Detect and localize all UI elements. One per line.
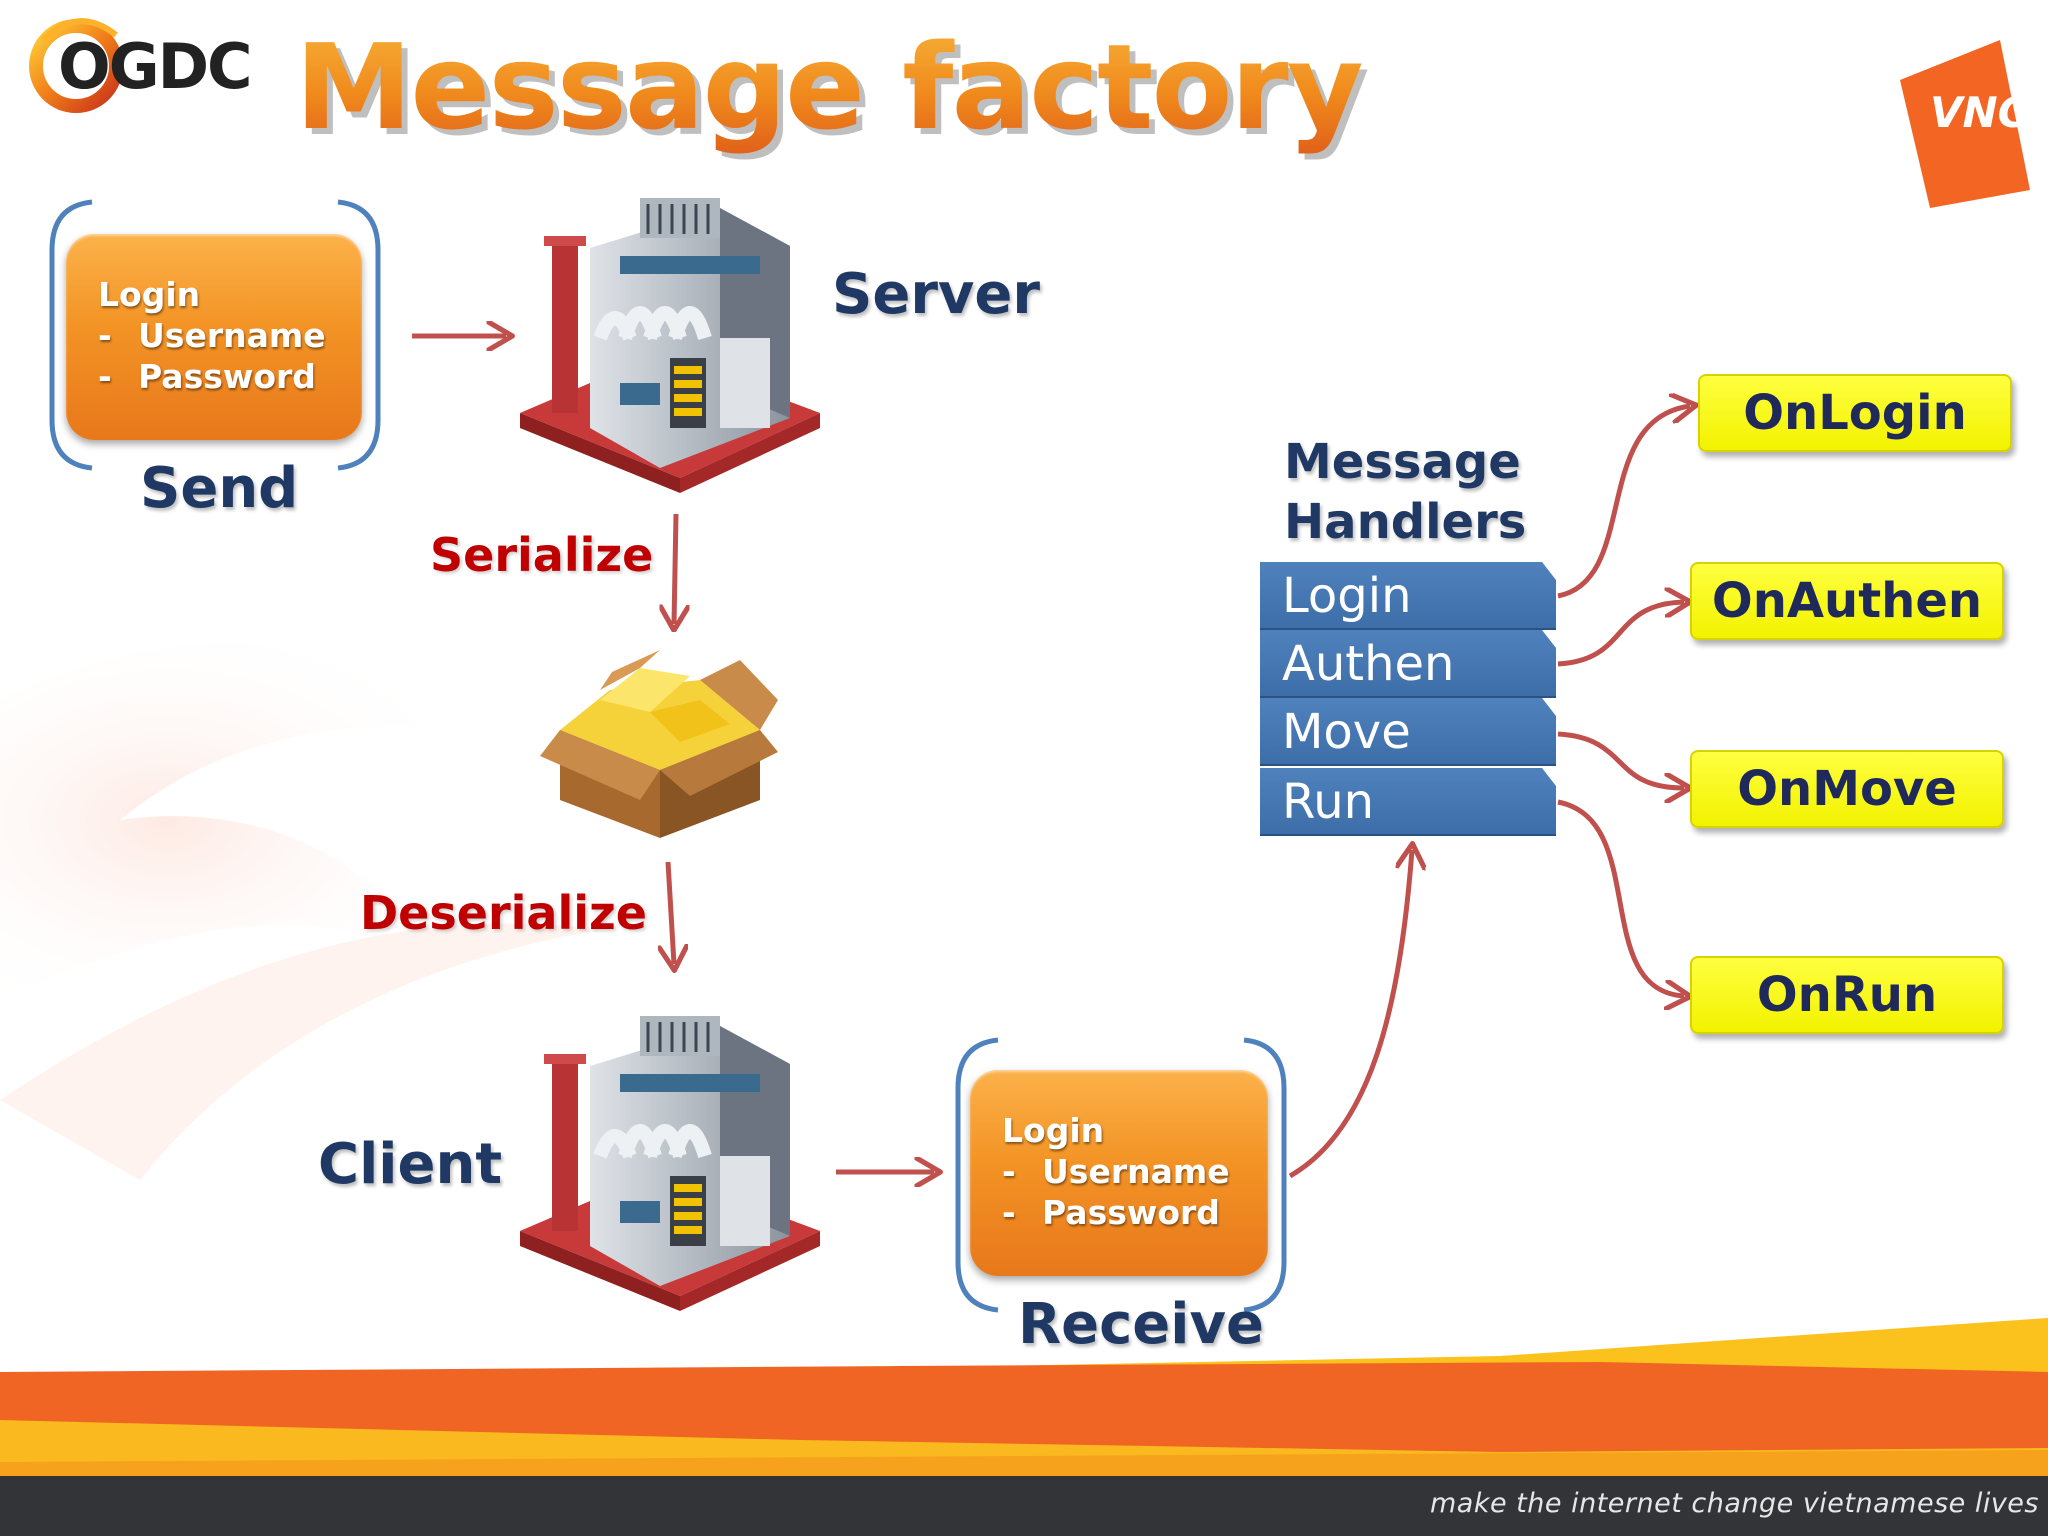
client-factory-icon <box>520 1016 820 1311</box>
arrow-deserialize <box>668 861 674 964</box>
callback-onauthen: OnAuthen <box>1690 562 2004 640</box>
callback-onmove: OnMove <box>1690 750 2004 828</box>
server-factory-icon <box>520 198 820 493</box>
callback-onrun: OnRun <box>1690 956 2004 1034</box>
handler-authen: Authen <box>1260 630 1556 698</box>
receive-message-field: -Password <box>1002 1193 1220 1232</box>
vng-logo-icon <box>1900 40 2030 208</box>
receive-message-field: -Username <box>1002 1152 1230 1191</box>
handler-move: Move <box>1260 698 1556 766</box>
send-message-field: -Username <box>98 316 326 355</box>
ogdc-logo-icon <box>29 18 123 113</box>
callback-onlogin: OnLogin <box>1698 374 2012 452</box>
client-label: Client <box>318 1132 503 1197</box>
package-box-icon <box>540 632 784 860</box>
receive-frame-left-bracket <box>955 1037 999 1313</box>
arrow-authen-to-onauthen <box>1557 602 1684 667</box>
vng-logo-text: VNG <box>1930 88 2033 137</box>
page-title-shadow: Message factory <box>301 24 1370 162</box>
handler-run: Run <box>1260 768 1556 836</box>
arrow-receive-to-handlers <box>1288 850 1412 1179</box>
arrow-login-to-onlogin <box>1557 406 1690 599</box>
server-label: Server <box>832 262 1041 327</box>
arrow-serialize <box>674 513 676 624</box>
send-message-field: -Password <box>98 357 316 396</box>
receive-message-card: Login -Username -Password <box>970 1070 1268 1276</box>
message-handlers-heading: Message Handlers <box>1284 434 1527 550</box>
receive-frame-right-bracket <box>1243 1037 1287 1313</box>
receive-caption: Receive <box>1018 1292 1264 1357</box>
page-title: Message factory <box>295 18 1364 156</box>
send-message-heading: Login <box>98 275 201 314</box>
arrow-run-to-onrun <box>1557 799 1684 996</box>
send-caption: Send <box>140 456 299 521</box>
arrow-move-to-onmove <box>1557 731 1684 788</box>
footer-bar <box>0 1476 2048 1536</box>
deserialize-label: Deserialize <box>360 886 647 940</box>
handler-login: Login <box>1260 562 1556 630</box>
send-message-card: Login -Username -Password <box>66 234 362 440</box>
serialize-label: Serialize <box>430 528 654 582</box>
receive-message-heading: Login <box>1002 1111 1105 1150</box>
ogdc-logo-text: OGDC <box>58 30 253 103</box>
send-frame-right-bracket <box>337 199 381 471</box>
send-frame-left-bracket <box>49 199 93 471</box>
footer-tagline: make the internet change vietnamese live… <box>1430 1488 2039 1519</box>
